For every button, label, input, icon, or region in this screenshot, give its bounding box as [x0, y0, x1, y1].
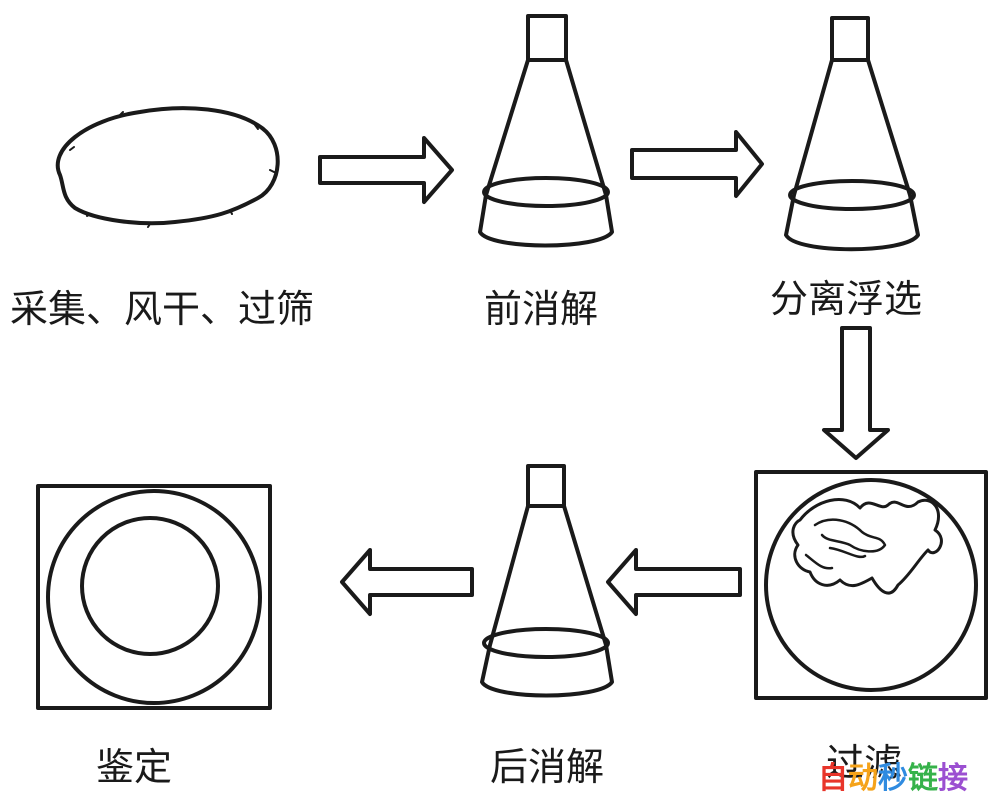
step-label-flotation: 分离浮选	[770, 277, 922, 321]
filter-paper-icon	[754, 470, 988, 700]
step-label-pre-digestion: 前消解	[484, 287, 598, 331]
arrow-left-icon	[606, 548, 742, 616]
watermark-logo: 自动秒链接	[818, 761, 968, 796]
arrow-left-icon	[340, 548, 474, 616]
watermark-char: 动	[848, 761, 878, 796]
flask-icon	[784, 16, 920, 252]
watermark-char: 秒	[878, 761, 908, 796]
step-label-collect: 采集、风干、过筛	[10, 287, 314, 331]
identification-dish-icon	[36, 484, 272, 710]
flask-icon	[478, 14, 614, 248]
arrow-right-icon	[630, 130, 764, 198]
step-label-identification: 鉴定	[96, 745, 172, 789]
arrow-down-icon	[822, 326, 890, 460]
soil-sample-icon	[55, 106, 280, 228]
watermark-char: 自	[818, 761, 848, 796]
svg-text:自动秒链接: 自动秒链接	[818, 761, 968, 796]
flask-icon	[480, 464, 614, 698]
watermark-char: 链	[908, 761, 938, 796]
step-label-filtration: 过滤	[826, 741, 902, 785]
step-label-post-digestion: 后消解	[490, 745, 604, 789]
arrow-right-icon	[318, 136, 454, 204]
watermark-char: 接	[938, 761, 968, 796]
